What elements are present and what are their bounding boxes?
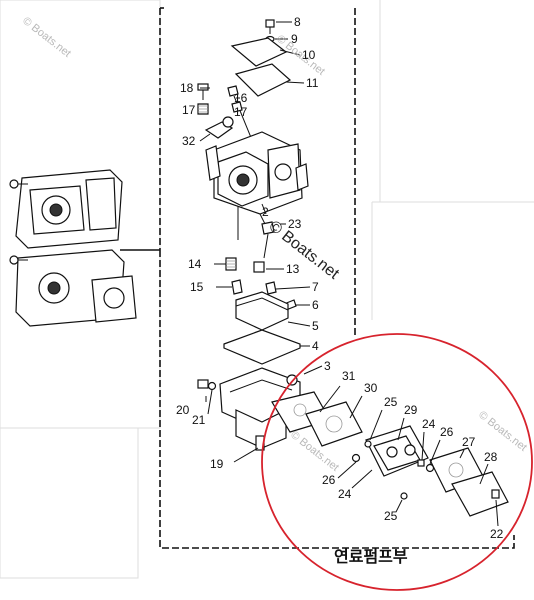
callout-16: 16 — [234, 91, 248, 105]
callout-9: 9 — [291, 32, 298, 46]
watermark-2: © Boats.net — [274, 33, 327, 78]
watermark-4: © Boats.net — [476, 409, 529, 454]
callout-7: 7 — [312, 280, 319, 294]
callout-3: 3 — [324, 359, 331, 373]
fuel-pump-illustration — [271, 391, 509, 517]
callout-24a: 24 — [422, 417, 436, 431]
callout-17b: 17 — [234, 105, 248, 119]
callout-10: 10 — [302, 48, 316, 62]
callout-13: 13 — [286, 262, 300, 276]
callout-23: 23 — [288, 217, 302, 231]
callout-28: 28 — [484, 450, 498, 464]
callout-18: 18 — [180, 81, 194, 95]
callout-21: 21 — [192, 413, 206, 427]
callout-29: 29 — [404, 403, 418, 417]
carburetor-illustration — [197, 19, 309, 451]
callout-31: 31 — [342, 369, 356, 383]
callout-8: 8 — [294, 15, 301, 29]
callout-22: 22 — [490, 527, 504, 541]
callout-4: 4 — [312, 339, 319, 353]
callout-24b: 24 — [338, 487, 352, 501]
callout-25a: 25 — [384, 395, 398, 409]
callout-6: 6 — [312, 298, 319, 312]
callout-11: 11 — [306, 76, 319, 90]
fuel-pump-caption: 연료펌프부 — [334, 548, 408, 566]
callout-5: 5 — [312, 319, 319, 333]
engine-assembly-illustration — [9, 169, 137, 327]
group-bracket — [159, 8, 515, 549]
callout-17a: 17 — [182, 103, 196, 117]
callout-2: 2 — [262, 205, 269, 219]
callout-20: 20 — [176, 403, 190, 417]
callout-30: 30 — [364, 381, 378, 395]
callout-26a: 26 — [440, 425, 454, 439]
callout-27: 27 — [462, 435, 476, 449]
callout-15: 15 — [190, 280, 204, 294]
callout-19: 19 — [210, 457, 224, 471]
callout-14: 14 — [188, 257, 202, 271]
fuel-pump-highlight-circle — [261, 333, 533, 591]
callout-32: 32 — [182, 134, 196, 148]
leader-lines — [199, 21, 499, 527]
callout-numbers: 8 9 10 11 18 16 17 17 32 2 23 14 13 15 7… — [176, 15, 504, 541]
callout-25b: 25 — [384, 509, 398, 523]
callout-26b: 26 — [322, 473, 336, 487]
watermark-center: © Boats.net — [266, 218, 343, 283]
